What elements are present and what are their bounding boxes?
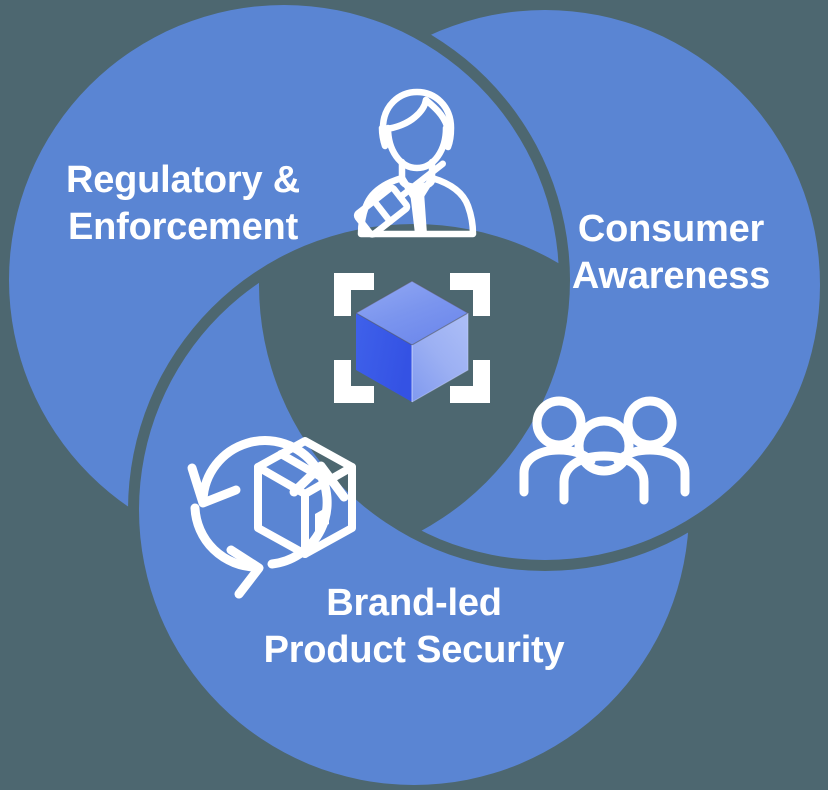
scan-frame-icon	[334, 273, 490, 403]
lobe-label-brand-led-product-security-line1: Brand-led	[326, 582, 502, 624]
package-cycle-icon	[187, 436, 356, 599]
isometric-cube-icon	[354, 280, 470, 403]
package-tape-mark	[315, 506, 329, 532]
center-cube-group[interactable]	[334, 273, 490, 403]
lobe-label-brand-led-product-security-line2: Product Security	[264, 629, 565, 671]
